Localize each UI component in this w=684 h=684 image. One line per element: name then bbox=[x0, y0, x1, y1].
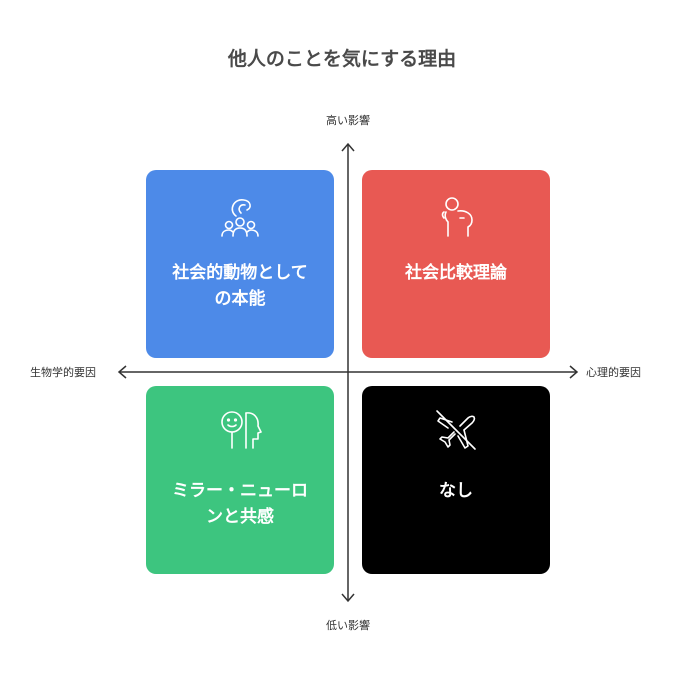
quadrant-social-animal-instinct: 社会的動物として の本能 bbox=[146, 170, 334, 358]
page-title: 他人のことを気にする理由 bbox=[227, 48, 457, 70]
quadrant-label: なし bbox=[439, 481, 473, 501]
quadrant-label: ミラー・ニューロ ンと共感 bbox=[172, 481, 308, 527]
vertical-axis-arrow-bottom bbox=[341, 593, 355, 603]
person-thinking-icon bbox=[434, 194, 478, 238]
quadrant-label: 社会比較理論 bbox=[405, 263, 507, 283]
quadrant-label: 社会的動物として の本能 bbox=[172, 263, 308, 309]
quadrant-none: なし bbox=[362, 386, 550, 574]
axis-label-left: 生物学的要因 bbox=[30, 366, 96, 379]
mirror-faces-icon bbox=[218, 408, 262, 452]
axis-label-bottom: 低い影響 bbox=[326, 619, 370, 632]
quadrant-mirror-neurons-empathy: ミラー・ニューロ ンと共感 bbox=[146, 386, 334, 574]
quadrant-social-comparison-theory: 社会比較理論 bbox=[362, 170, 550, 358]
group-people-icon bbox=[218, 196, 262, 240]
axis-label-right: 心理的要因 bbox=[586, 366, 641, 379]
axis-label-top: 高い影響 bbox=[326, 114, 370, 127]
horizontal-axis-arrow-left bbox=[117, 365, 127, 379]
horizontal-axis-arrow-right bbox=[569, 365, 579, 379]
vertical-axis-arrow-top bbox=[341, 142, 355, 152]
plane-off-icon bbox=[434, 408, 478, 452]
